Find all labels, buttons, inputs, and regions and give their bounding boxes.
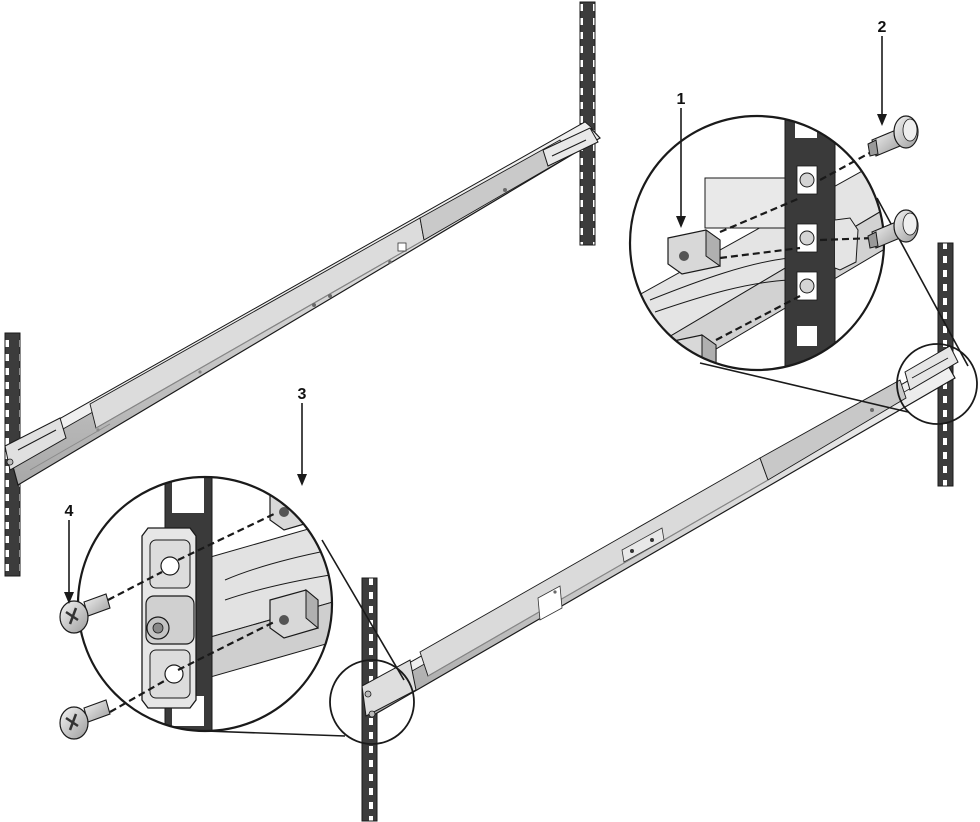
locator-circle-rear: [896, 343, 978, 425]
callout-label-1: 1: [677, 91, 686, 108]
cage-nut-upper-rear: [667, 229, 721, 275]
callout-arrows: [64, 36, 887, 604]
rack-screw-lower-rear: [867, 209, 919, 249]
locator-circle-front: [329, 659, 415, 745]
magnifier-circle-front: [76, 475, 334, 733]
callout-label-4: 4: [65, 503, 74, 520]
slide-rail-right: [361, 345, 959, 718]
slide-rail-left: [4, 121, 601, 486]
callout-label-3: 3: [298, 386, 307, 403]
rack-screw-upper-rear: [867, 115, 919, 157]
rack-screw-upper-front: [59, 593, 111, 634]
rack-screw-lower-front: [59, 699, 111, 740]
cage-nut-lower-rear: [663, 334, 717, 370]
cage-nut-upper-front: [269, 480, 319, 531]
cage-nut-lower-front: [269, 588, 319, 639]
rack-post-rear-right: [579, 1, 596, 246]
magnifier-circle-rear: [628, 114, 886, 372]
callout-label-2: 2: [878, 19, 887, 36]
